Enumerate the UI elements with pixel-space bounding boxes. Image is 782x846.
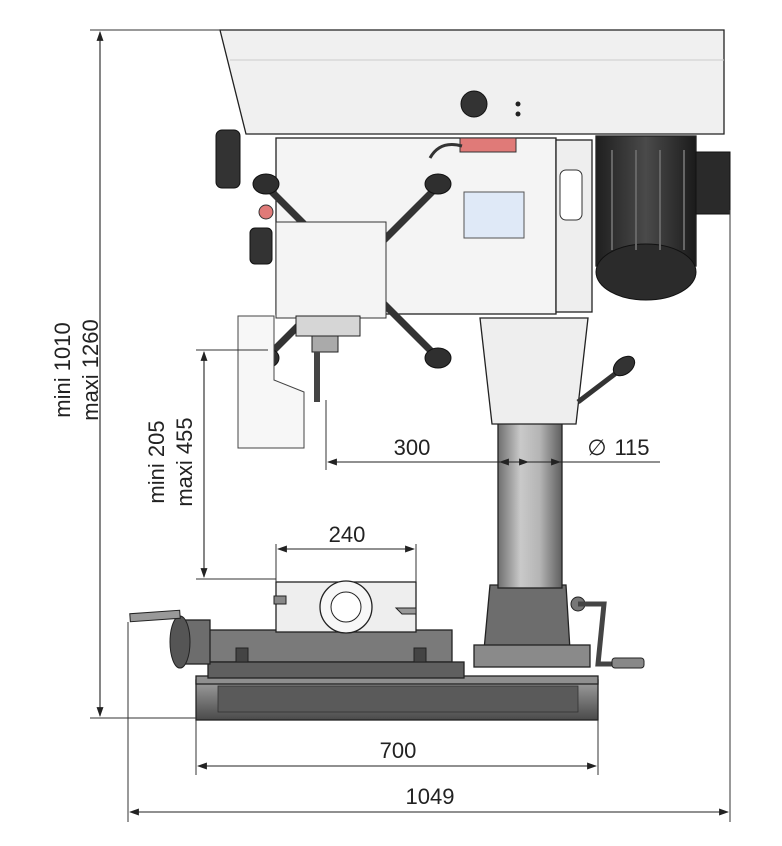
dimension-lines xyxy=(90,29,731,822)
head-cover xyxy=(219,29,725,135)
dim-column-diameter: ∅ 115 xyxy=(587,435,649,460)
column xyxy=(497,409,563,589)
cross-table xyxy=(129,609,465,679)
diameter-symbol: ∅ xyxy=(587,435,606,460)
dim-table-width: 240 xyxy=(329,522,366,547)
dim-height-max: maxi 1260 xyxy=(78,319,103,421)
machine-base xyxy=(195,675,599,721)
column-base xyxy=(473,584,591,668)
machine-illustration xyxy=(129,29,731,721)
motor xyxy=(595,135,731,301)
dim-base-width: 700 xyxy=(380,738,417,763)
column-bracket xyxy=(479,317,589,425)
column-lock-handle xyxy=(576,355,636,404)
dim-spindle-table-min: mini 205 xyxy=(144,420,169,503)
column-diameter-value: 115 xyxy=(614,435,649,460)
machine-vise xyxy=(273,580,417,634)
dim-overall-width: 1049 xyxy=(406,784,455,809)
dim-throat-depth: 300 xyxy=(394,435,431,460)
table-crank-handle xyxy=(570,596,645,669)
dim-spindle-table-max: maxi 455 xyxy=(172,417,197,506)
spec-plate xyxy=(463,191,525,239)
dim-height-min: mini 1010 xyxy=(50,322,75,417)
switch-box xyxy=(459,137,517,153)
quill-and-guard xyxy=(237,221,387,449)
left-controls xyxy=(215,129,274,265)
